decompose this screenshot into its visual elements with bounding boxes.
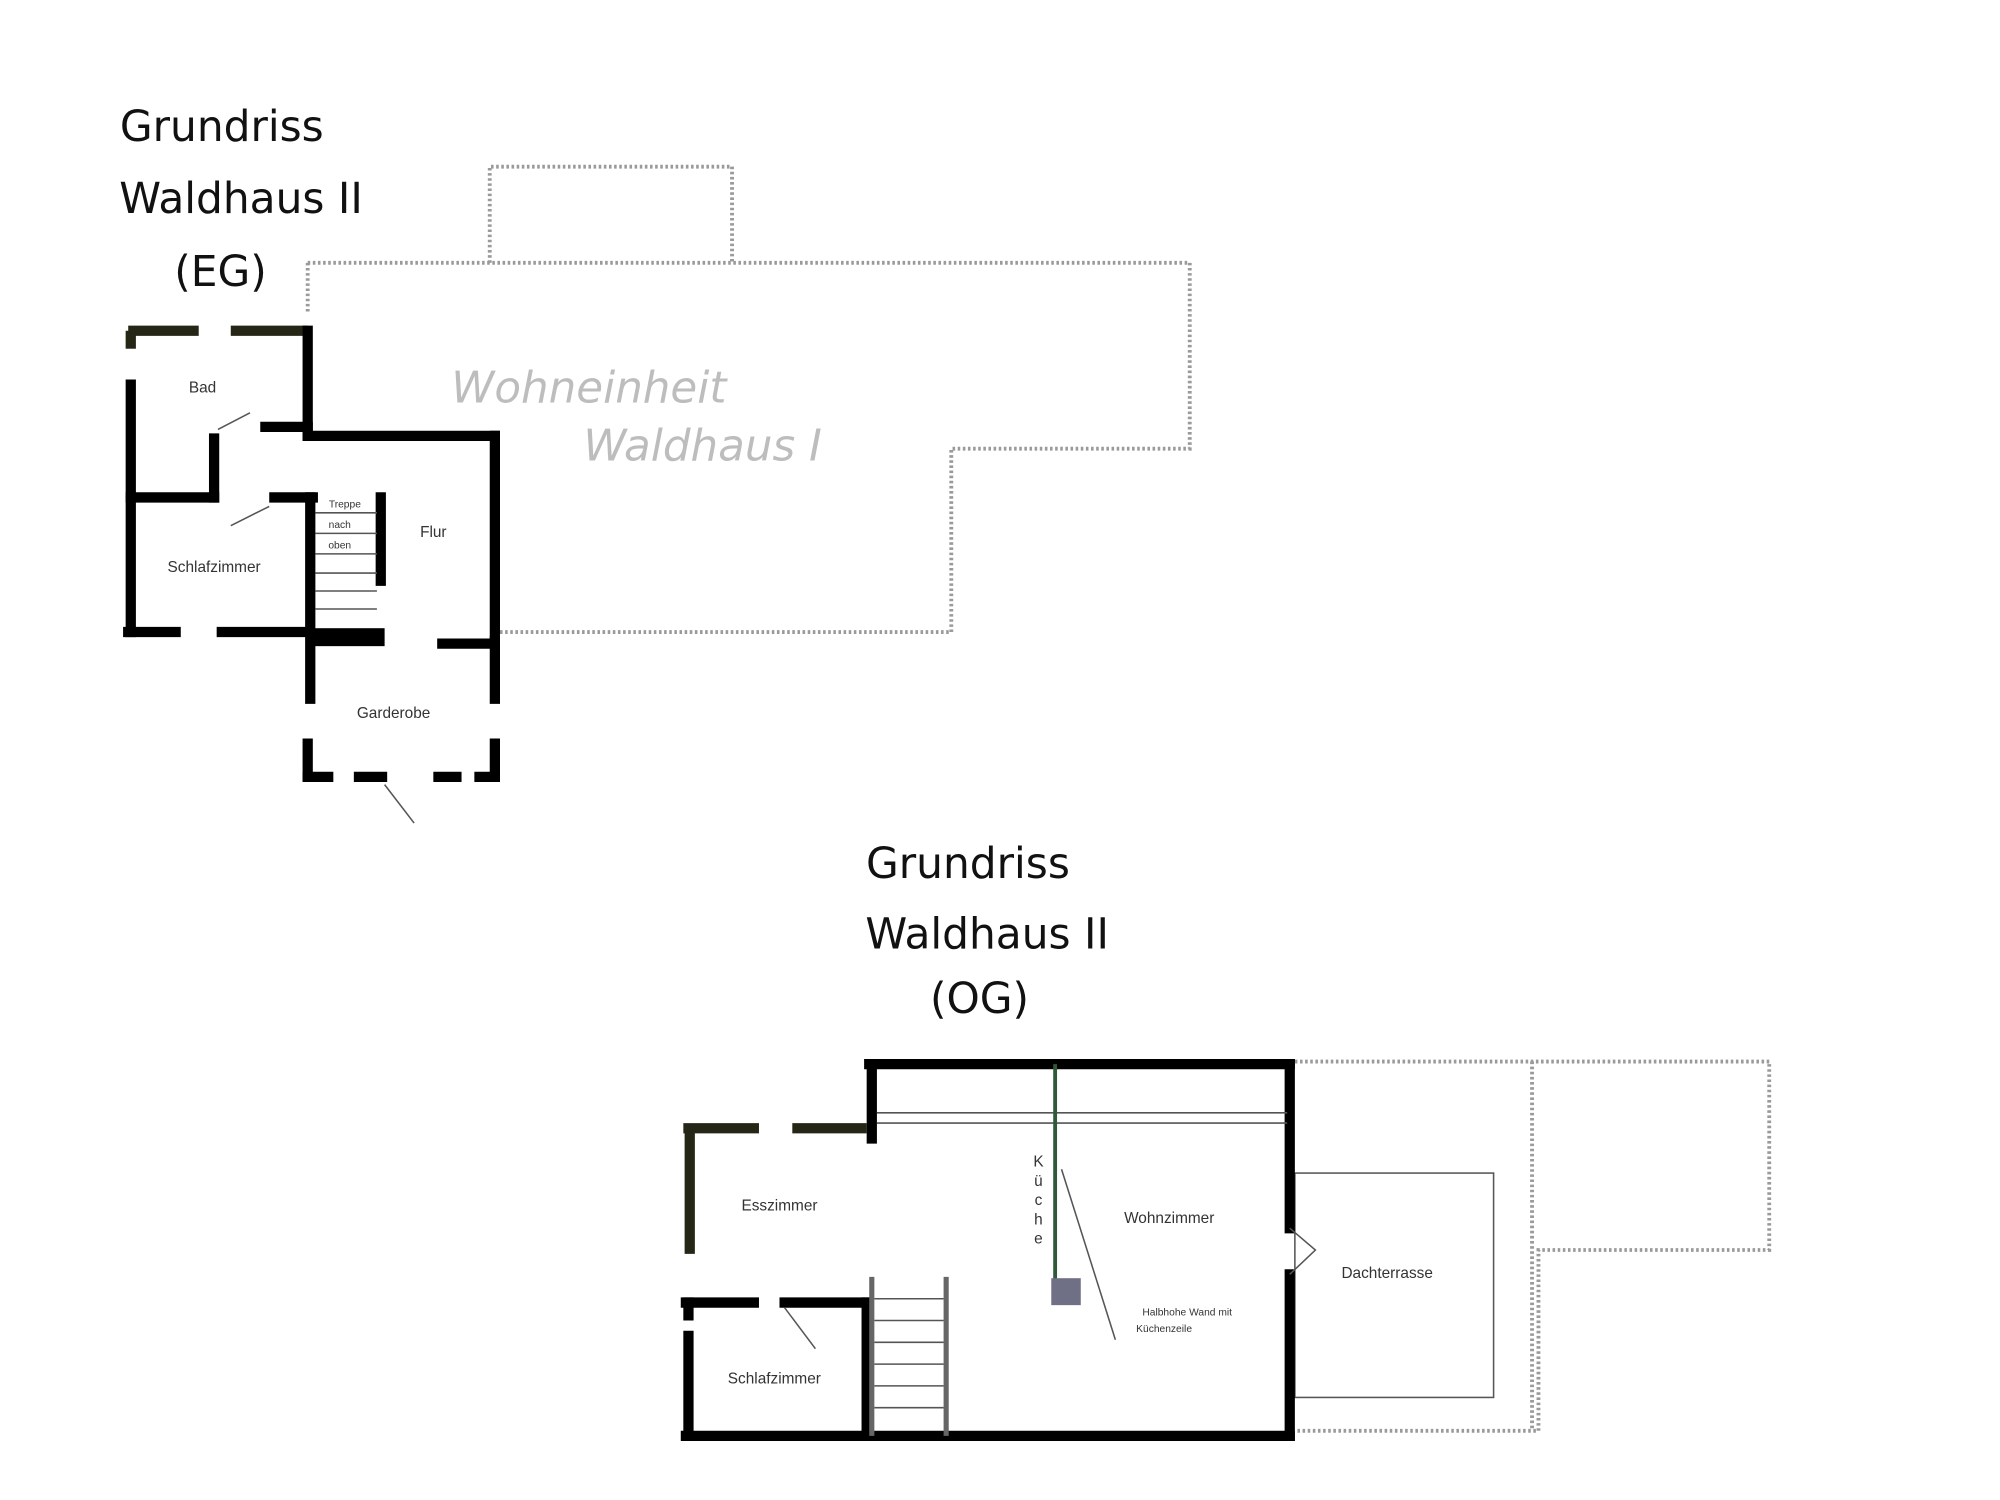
dachterrasse-area [1294,1172,1495,1399]
eg-walls [123,325,501,824]
kueche-letter: e [1034,1231,1043,1248]
kueche-letter: K [1033,1154,1044,1171]
annotation-label: Küchenzeile [1136,1324,1192,1335]
annotation-label: Halbhohe Wand mit [1142,1307,1232,1318]
neighbor-label: Wohneinheit [451,364,728,414]
door-swing [230,505,270,527]
room-label-wohnzimmer: Wohnzimmer [1124,1210,1214,1227]
neighbor-unit-outline: Wohneinheit Waldhaus I [305,164,1192,634]
stairs-label: oben [328,541,351,552]
entrance-door-swing [384,784,415,824]
eg-stairs: Treppe nach oben [315,500,377,610]
room-label-bad: Bad [189,379,216,396]
room-label-schlafzimmer-og: Schlafzimmer [728,1370,821,1387]
kueche-letter: c [1035,1192,1043,1209]
room-label-esszimmer: Esszimmer [741,1197,817,1214]
eg-title: Grundriss Waldhaus II (EG) [119,102,363,296]
og-walls [680,1058,1317,1442]
og-title: Grundriss Waldhaus II (OG) [865,839,1109,1023]
door-swing [784,1307,817,1350]
room-label-dachterrasse: Dachterrasse [1341,1265,1432,1282]
og-title-line: Waldhaus II [865,910,1109,959]
room-label-garderobe: Garderobe [357,705,431,722]
stairs-label: Treppe [329,500,361,511]
og-title-line: Grundriss [866,839,1070,888]
kitchen-block [1051,1278,1081,1306]
eg-title-line: Grundriss [120,102,324,151]
annotation-arrow [1060,1168,1117,1340]
neighbor-label: Waldhaus I [583,421,822,471]
stairs-label: nach [329,520,352,531]
kueche-letter: ü [1034,1173,1043,1190]
og-title-line: (OG) [930,974,1029,1023]
og-terrace-outline [1294,1059,1772,1433]
terrace-door-swing [1289,1227,1317,1275]
room-label-schlafzimmer: Schlafzimmer [168,559,261,576]
og-stairs [869,1276,949,1436]
kueche-letter: h [1034,1211,1043,1228]
eg-title-line: Waldhaus II [119,174,363,223]
room-label-flur: Flur [420,524,446,541]
door-swing [217,412,251,431]
eg-title-line: (EG) [174,247,267,296]
room-label-kueche: K ü c h e [1033,1154,1044,1248]
